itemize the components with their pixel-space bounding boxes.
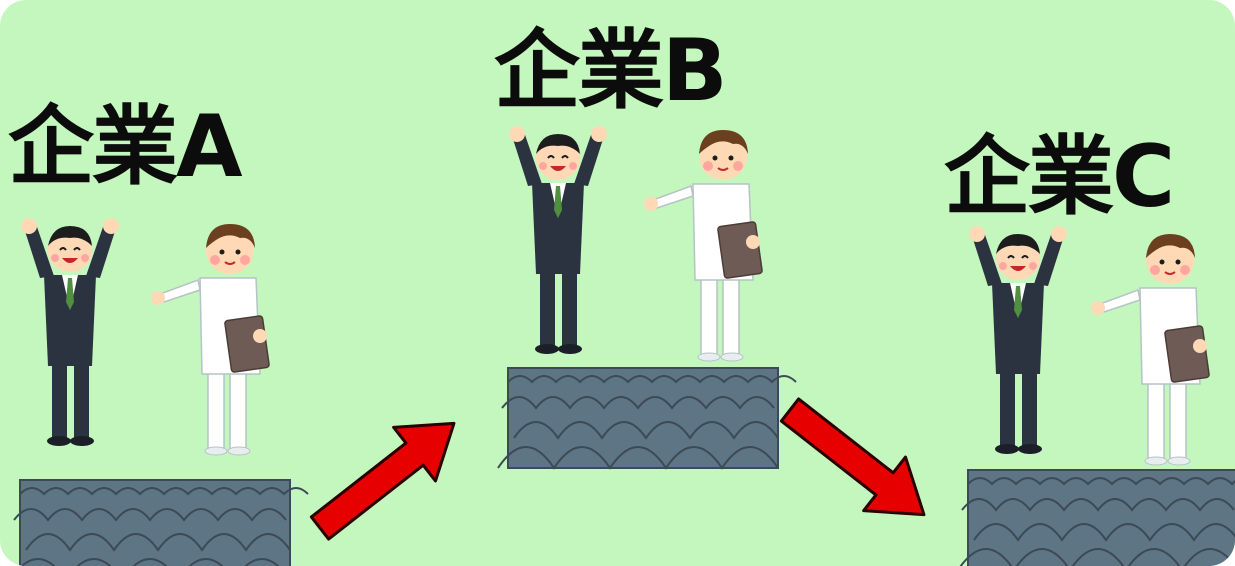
- nurse-pointing-icon: [1090, 233, 1211, 466]
- crowd-platform-icon: [9, 479, 309, 566]
- arrow-up-right-icon: [297, 395, 477, 557]
- arrow-down-right-icon: [767, 381, 947, 543]
- company-b-label: 企業B: [494, 21, 728, 121]
- crowd-platform-icon: [957, 469, 1235, 566]
- businessman-cheering-icon: [20, 217, 120, 447]
- businessman-cheering-icon: [508, 125, 608, 355]
- nurse-pointing-icon: [150, 223, 271, 456]
- company-c-label: 企業C: [944, 127, 1175, 227]
- nurse-pointing-icon: [643, 129, 764, 362]
- crowd-platform-icon: [497, 367, 797, 469]
- businessman-cheering-icon: [968, 225, 1068, 455]
- company-a-label: 企業A: [8, 97, 243, 197]
